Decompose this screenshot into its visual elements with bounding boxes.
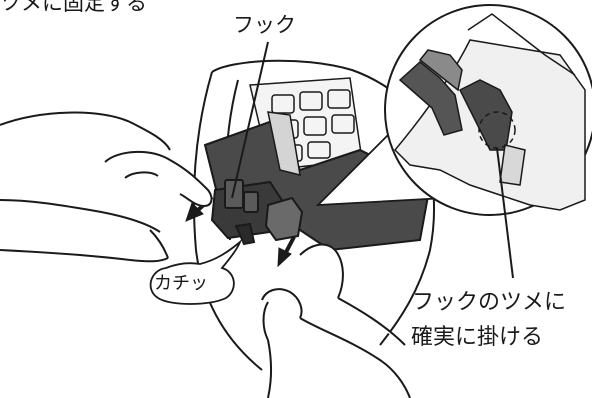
right-hand bbox=[261, 243, 411, 398]
zoom-callout bbox=[315, 4, 592, 216]
click-sound-label: カチッ bbox=[154, 273, 208, 294]
left-hand bbox=[0, 111, 213, 263]
hook-part bbox=[210, 179, 304, 246]
click-speech-bubble bbox=[149, 239, 242, 305]
top-caption-text: ツメに固定する bbox=[0, 0, 147, 15]
leader-lines bbox=[231, 41, 514, 279]
hook-claw-label-line1: フックのツメに bbox=[412, 290, 567, 315]
hook-claw-label-line2: 確実に掛ける bbox=[411, 325, 544, 350]
hook-label: フック bbox=[233, 13, 296, 37]
